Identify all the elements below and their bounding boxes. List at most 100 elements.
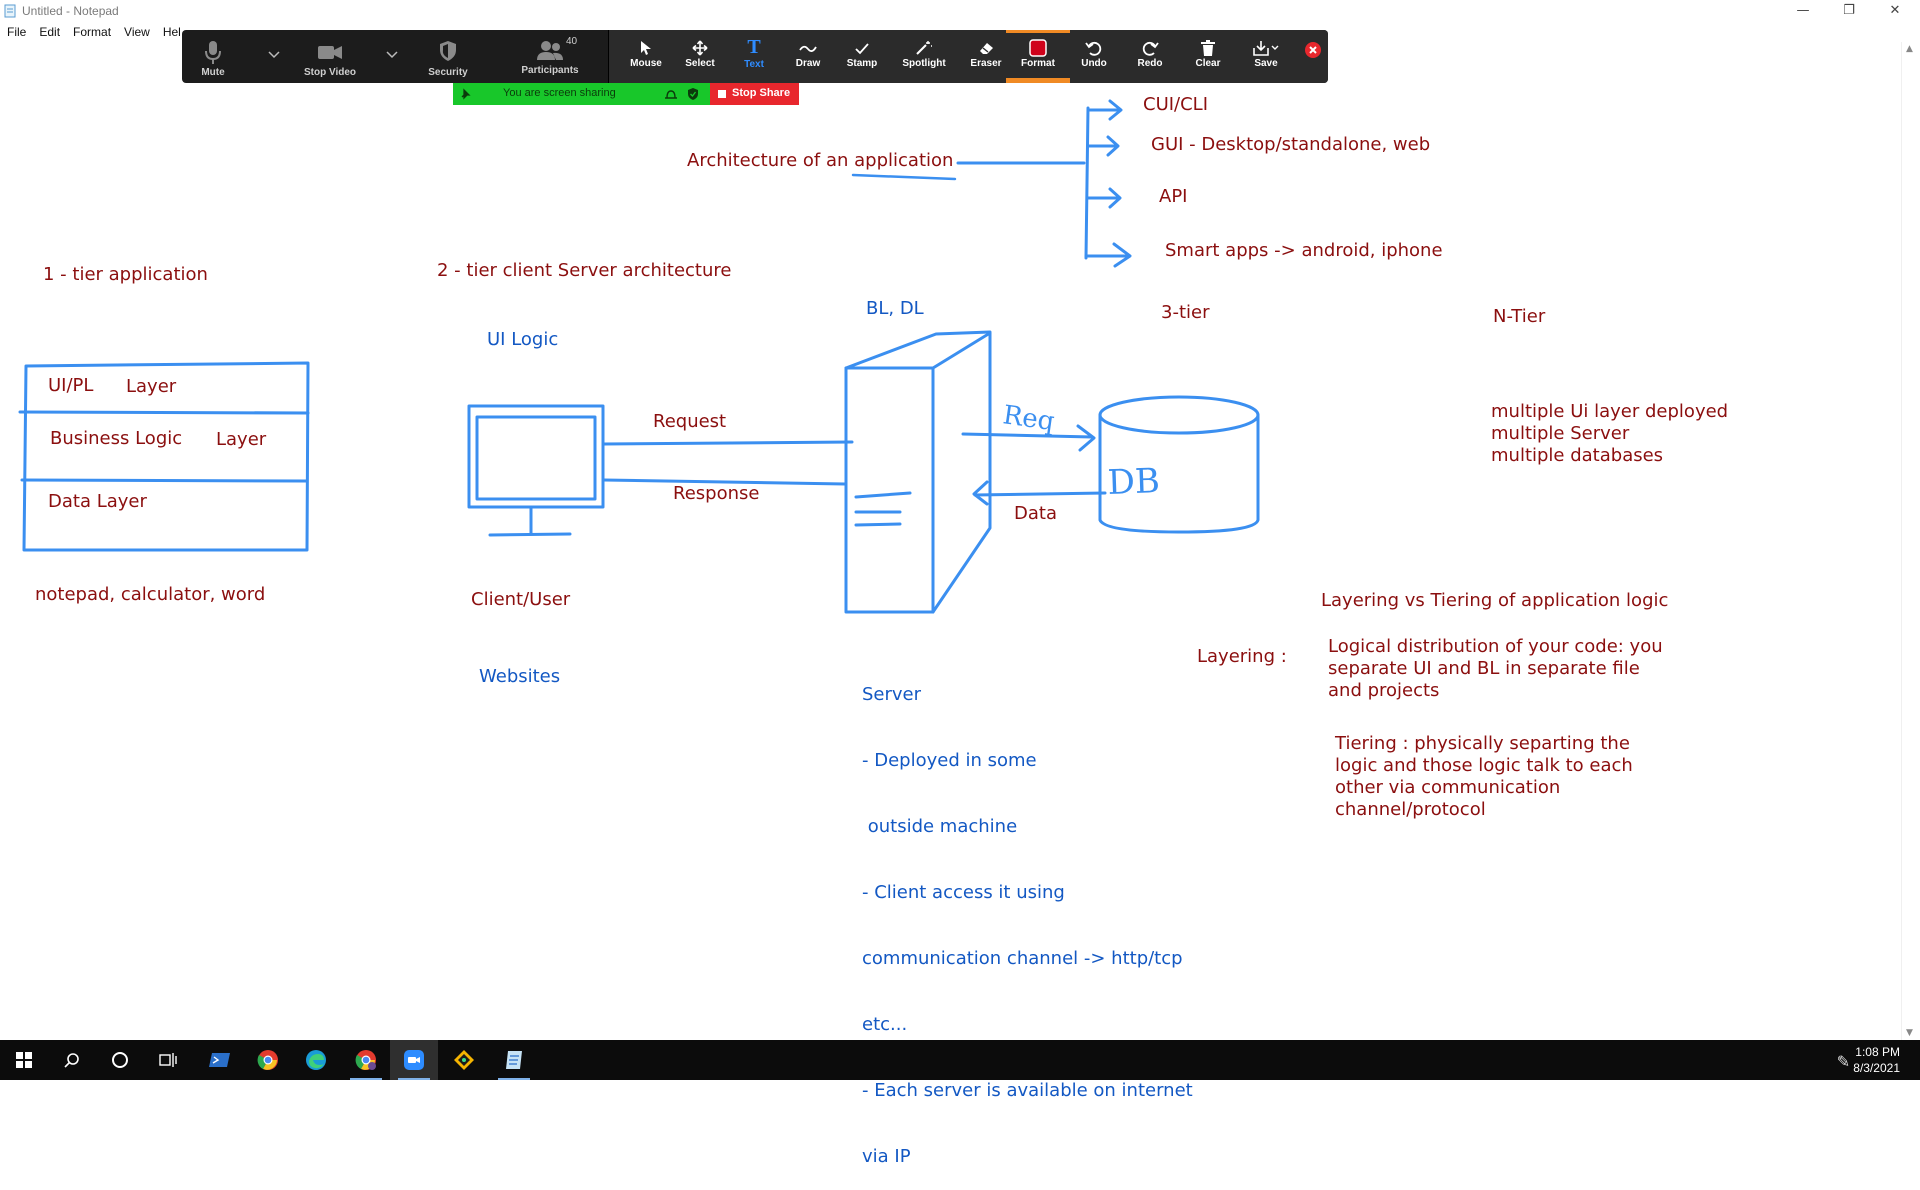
stop-video-button[interactable]: Stop Video xyxy=(286,30,374,83)
participants-count: 40 xyxy=(566,36,578,47)
chrome-profile-icon xyxy=(355,1050,376,1070)
tool-mouse[interactable]: Mouse xyxy=(622,30,670,83)
annotation-toolbar xyxy=(609,30,1328,83)
bl-dl-label: BL, DL xyxy=(866,298,924,319)
taskbar-app-chrome-profile[interactable] xyxy=(342,1040,390,1080)
restore-button[interactable]: ❐ xyxy=(1843,3,1855,18)
tool-select[interactable]: Select xyxy=(676,30,724,83)
layering-line: separate UI and BL in separate file xyxy=(1328,658,1640,679)
tool-eraser[interactable]: Eraser xyxy=(962,30,1010,83)
taskbar: ✎ 1:08 PM 8/3/2021 xyxy=(0,1040,1920,1080)
tool-redo[interactable]: Redo xyxy=(1126,30,1174,83)
taskbar-app-chrome[interactable] xyxy=(244,1040,292,1080)
pen-workspace-icon[interactable]: ✎ xyxy=(1836,1052,1850,1071)
tiering-description: Tiering : physically separting the logic… xyxy=(1335,733,1633,821)
server-line: etc... xyxy=(862,1014,908,1035)
scroll-up-icon[interactable]: ▲ xyxy=(1906,44,1913,54)
format-active-indicator xyxy=(1006,78,1070,83)
tool-save[interactable]: Save xyxy=(1238,30,1294,83)
tool-stamp[interactable]: Stamp xyxy=(838,30,886,83)
scroll-down-icon[interactable]: ▼ xyxy=(1906,1028,1913,1038)
menu-view[interactable]: View xyxy=(124,25,150,39)
video-camera-icon xyxy=(318,46,342,59)
tool-draw[interactable]: Draw xyxy=(784,30,832,83)
data-label: Data xyxy=(1014,503,1057,524)
n-tier-heading: N-Tier xyxy=(1493,306,1546,327)
stop-share-button[interactable]: Stop Share xyxy=(710,83,799,105)
stop-share-label: Stop Share xyxy=(732,87,791,99)
client-monitor-drawing xyxy=(467,404,605,537)
start-button[interactable] xyxy=(0,1040,48,1080)
tool-mouse-label: Mouse xyxy=(630,58,662,69)
architecture-branch-arrows xyxy=(851,99,1132,268)
sharing-status-text: You are screen sharing xyxy=(503,87,616,99)
menu-edit[interactable]: Edit xyxy=(39,25,61,39)
zoom-app-icon xyxy=(404,1050,424,1070)
cortana-button[interactable] xyxy=(96,1040,144,1080)
request-label: Request xyxy=(653,411,727,432)
smart-apps-item: Smart apps -> android, iphone xyxy=(1165,240,1443,261)
taskbar-app-edge[interactable] xyxy=(292,1040,340,1080)
cui-cli-item: CUI/CLI xyxy=(1143,94,1209,115)
menu-help[interactable]: Hel xyxy=(162,25,181,39)
layering-line: Logical distribution of your code: you xyxy=(1328,636,1663,657)
toolbar-divider xyxy=(608,30,609,83)
menu-file[interactable]: File xyxy=(7,25,27,39)
clock-date: 8/3/2021 xyxy=(1853,1061,1900,1075)
search-button[interactable] xyxy=(48,1040,96,1080)
cortana-circle-icon xyxy=(112,1052,128,1068)
server-box-drawing xyxy=(844,330,992,614)
checkmark-icon xyxy=(855,43,869,55)
format-active-indicator-top xyxy=(1006,30,1070,33)
close-button[interactable]: ✕ xyxy=(1889,3,1901,18)
tool-spotlight[interactable]: Spotlight xyxy=(892,30,956,83)
tool-eraser-label: Eraser xyxy=(970,58,1002,69)
n-tier-line: multiple databases xyxy=(1491,445,1664,466)
mute-button[interactable]: Mute xyxy=(182,30,244,83)
n-tier-line: multiple Ui layer deployed xyxy=(1491,401,1729,422)
one-tier-layer-box xyxy=(18,361,310,552)
title-bar: Untitled - Notepad — ❐ ✕ xyxy=(0,0,1920,22)
ui-logic-label: UI Logic xyxy=(487,329,559,350)
eraser-icon xyxy=(980,43,993,54)
tool-text-label: Text xyxy=(744,59,764,70)
one-tier-heading: 1 - tier application xyxy=(43,264,208,285)
windows-logo-icon xyxy=(16,1052,32,1068)
text-tool-icon: T xyxy=(747,36,761,58)
server-line: communication channel -> http/tcp xyxy=(862,948,1183,969)
mouse-pointer-icon xyxy=(641,41,651,55)
two-tier-heading: 2 - tier client Server architecture xyxy=(437,260,732,281)
tool-clear[interactable]: Clear xyxy=(1184,30,1232,83)
system-clock[interactable]: 1:08 PM 8/3/2021 xyxy=(1853,1044,1900,1076)
audio-options-chevron-icon[interactable] xyxy=(266,30,282,83)
taskbar-app-zoom[interactable] xyxy=(390,1040,438,1080)
task-view-button[interactable] xyxy=(144,1040,192,1080)
tool-text[interactable]: T Text xyxy=(730,30,778,83)
tool-format[interactable]: Format xyxy=(1006,30,1070,83)
taskbar-app-tool[interactable] xyxy=(440,1040,488,1080)
tiering-line: Tiering : physically separting the xyxy=(1335,733,1630,754)
taskbar-app-notepad[interactable] xyxy=(490,1040,538,1080)
pin-icon[interactable] xyxy=(459,88,471,100)
db-handwritten-label: DB xyxy=(1107,461,1161,503)
window-title: Untitled - Notepad xyxy=(22,4,119,18)
menu-format[interactable]: Format xyxy=(73,25,112,39)
participants-label: Participants xyxy=(521,65,579,76)
video-options-chevron-icon[interactable] xyxy=(384,30,400,83)
running-indicator xyxy=(498,1078,530,1080)
security-label: Security xyxy=(428,67,468,78)
stop-video-label: Stop Video xyxy=(303,67,357,78)
tool-undo[interactable]: Undo xyxy=(1070,30,1118,83)
microphone-icon xyxy=(205,41,221,64)
move-arrows-icon xyxy=(692,40,708,56)
taskbar-app-powershell[interactable] xyxy=(196,1040,244,1080)
minimize-button[interactable]: — xyxy=(1796,3,1810,18)
security-button[interactable]: Security xyxy=(404,30,492,83)
close-annotation-button[interactable] xyxy=(1302,30,1324,83)
notepad-app-icon xyxy=(506,1051,522,1069)
screen-sharing-banner[interactable]: You are screen sharing xyxy=(453,83,710,105)
tool-stamp-label: Stamp xyxy=(846,58,878,69)
three-tier-heading: 3-tier xyxy=(1161,302,1210,323)
vertical-scrollbar[interactable]: ▲ ▼ xyxy=(1901,42,1920,1040)
participants-button[interactable]: Participants 40 xyxy=(500,30,600,83)
